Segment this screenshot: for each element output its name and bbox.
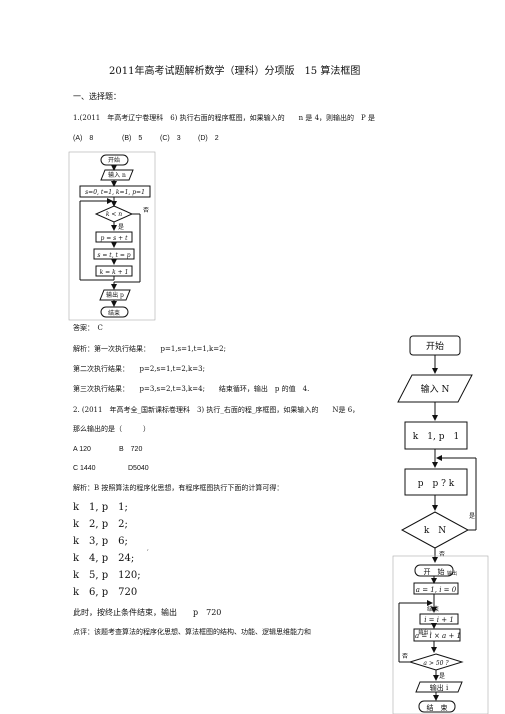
q2-analysis: 解析：B 按照算法的程序化思想，有程序框图执行下面的计算可得： [73, 484, 284, 492]
fig1-yes-label: 是 [118, 224, 124, 231]
fig2-input-node [397, 374, 473, 403]
q2-step-1: k 1, p 1; [73, 502, 128, 513]
fig1-cond-label: k < n [106, 211, 122, 218]
fig1-step2-label: s = t, t = p [97, 252, 130, 259]
fig3-no-label: 否 [402, 653, 408, 660]
fig2-process-node [404, 468, 468, 496]
q2-option-a: A 120 [73, 446, 91, 453]
q1-answer: 答案： C [73, 324, 103, 332]
q2-step-5: k 5, p 120; [73, 570, 141, 581]
fig3-cond-label: a > 50 ? [423, 660, 449, 667]
fig1-init-label: s=0, t=1, k=1, p=1 [85, 189, 145, 196]
q2-conclusion: 此时，按终止条件结束，输出 p 720 [73, 608, 222, 617]
q2-option-c: C 1440 [73, 465, 96, 472]
fig2-init-label: k 1, p 1 [413, 432, 459, 442]
fig2-no-label: 否 [439, 551, 445, 558]
q2-comment: 点评：该题考查算法的程序化思想、算法框图的结构、功能、逻辑思维能力和 [73, 628, 311, 636]
q2-step-6: k 6, p 720 [73, 587, 138, 598]
fig1-no-label: 否 [143, 207, 149, 214]
q1-analysis-3: 第三次执行结果： p=3,s=2,t=3,k=4; 结束循环，输出 p 的值 4… [73, 385, 310, 393]
fig3-output-label: 输出 i [430, 683, 449, 692]
fig3-output-node [415, 681, 463, 693]
fig1-scan-border [68, 151, 156, 321]
q2-step-2: k 2, p 2; [73, 519, 128, 530]
fig1-input-label: 输入 n [108, 171, 126, 179]
fig3-output-overlap-label: 输出 [447, 570, 457, 577]
q1-option-c: (C) 3 [160, 135, 181, 142]
q2-stem: 2. (2011 年高考全_国新课标卷理科 3) 执行_右面的程_序框图，如果输… [73, 406, 360, 414]
q2-option-d: D5040 [128, 465, 149, 472]
fig1-end-node [100, 306, 129, 318]
q2-step-3: k 3, p 6; [73, 536, 128, 547]
q1-option-b: (B) 5 [122, 135, 143, 142]
fig3-start-label: 开 始 [424, 567, 445, 576]
fig2-input-label: 输入 N [421, 383, 450, 395]
q2-option-b: B 720 [119, 446, 143, 453]
fig2-cond-label: k N [424, 526, 446, 536]
fig3-step2-node [413, 628, 461, 642]
fig1-output-node [99, 289, 131, 301]
fig3-init-label: a = 1, i = 0 [416, 586, 457, 594]
q1-analysis-1: 解析：第一次执行结果： p=1,s=1,t=1,k=2; [73, 345, 226, 353]
q1-option-d: (D) 2 [198, 135, 219, 142]
fig1-step3-label: k = k + 1 [100, 269, 129, 276]
fig1-output-label: 输出 p [106, 291, 124, 299]
fig1-end-label: 结束 [108, 309, 120, 317]
q1-analysis-2: 第二次执行结果： p=2,s=1,t=2,k=3; [73, 365, 205, 373]
fig3-overlap-label: 输出 i [418, 629, 432, 636]
fig2-init-node [404, 421, 468, 450]
fig3-init-node [413, 582, 459, 595]
fig3-step1-label: i = i + 1 [424, 616, 454, 624]
flowchart-extra [392, 555, 489, 714]
q1-stem: 1.(2011 年高考辽宁卷理科 6) 执行右面的程序框图，如果输入的 n 是 … [73, 114, 375, 122]
fig3-end-overlap-label: 结束 [427, 605, 439, 613]
flowchart-q1 [68, 151, 156, 321]
section-heading: 一、选择题： [73, 92, 121, 101]
q1-option-a: (A) 8 [73, 135, 94, 142]
page-title: 2011年高考试题解析数学（理科）分项版 15 算法框图 [109, 66, 361, 77]
q2-stem-2: 那么输出的是（ ） [73, 425, 150, 433]
fig3-end-node [418, 700, 456, 713]
fig3-step1-node [419, 613, 459, 625]
fig3-scan-border [392, 555, 489, 714]
fig3-step2-label: a = i × a + 1 [415, 632, 461, 640]
fig2-process-label: p p ? k [418, 479, 455, 489]
fig1-init-node [79, 185, 151, 198]
flowchart-q2 [397, 335, 477, 563]
fig3-end-label: 结 束 [427, 703, 448, 712]
q2-step-4: k 4, p 24; [73, 553, 135, 564]
stray-mark: ′ [147, 549, 149, 557]
fig1-step1-label: p = s + t [100, 235, 128, 242]
fig2-start-label: 开始 [426, 340, 444, 352]
fig3-yes-label: 是 [439, 673, 445, 680]
fig1-start-label: 开始 [108, 156, 120, 164]
fig1-input-node [100, 169, 134, 181]
fig2-yes-label: 是 [469, 513, 475, 520]
